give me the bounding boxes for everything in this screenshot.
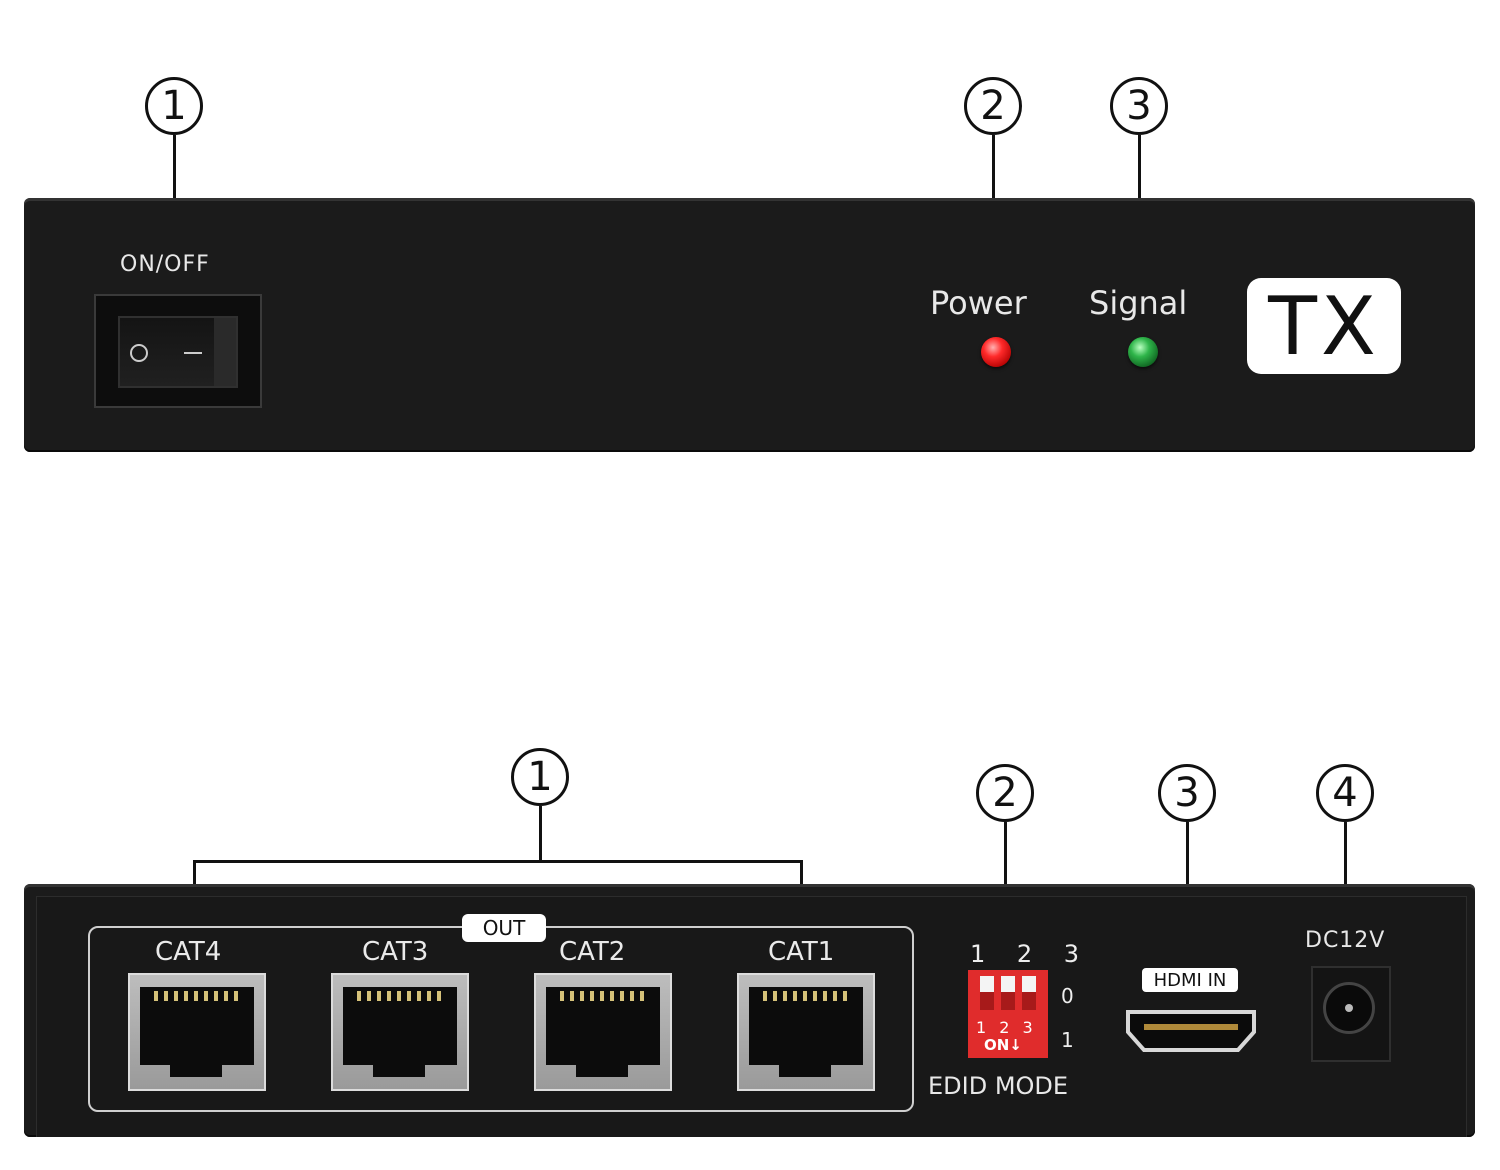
- out-badge: OUT: [462, 914, 546, 942]
- rj45-notch: [373, 1051, 425, 1077]
- switch-label: ON/OFF: [120, 252, 210, 277]
- rocker-edge: [214, 318, 236, 386]
- rj45-pins: [154, 991, 240, 1001]
- dip-knob-1[interactable]: [980, 976, 994, 992]
- rear-callout-2: 2: [976, 764, 1034, 822]
- rear-bracket-right: [800, 860, 803, 886]
- power-label: Power: [930, 284, 1027, 322]
- port-label-cat4: CAT4: [155, 937, 222, 967]
- dip-knob-3[interactable]: [1022, 976, 1036, 992]
- power-led-icon: [981, 337, 1011, 367]
- dc-jack-pin: [1345, 1004, 1353, 1012]
- front-callout-1: 1: [145, 77, 203, 135]
- hdmi-in-badge: HDMI IN: [1142, 968, 1238, 992]
- rj45-port-cat4[interactable]: [128, 973, 266, 1091]
- rear-callout-3-line: [1186, 822, 1189, 886]
- port-label-cat3: CAT3: [362, 937, 429, 967]
- rj45-pins: [560, 991, 646, 1001]
- rj45-port-cat3[interactable]: [331, 973, 469, 1091]
- front-callout-2-line: [992, 135, 995, 199]
- rear-callout-3: 3: [1158, 764, 1216, 822]
- dip-switch-numbers: 1 2 3: [970, 940, 1092, 968]
- rj45-port-cat1[interactable]: [737, 973, 875, 1091]
- port-label-cat2: CAT2: [559, 937, 626, 967]
- front-callout-3-line: [1138, 135, 1141, 199]
- rj45-notch: [170, 1051, 222, 1077]
- dip-knob-2[interactable]: [1001, 976, 1015, 992]
- edid-mode-label: EDID MODE: [928, 1072, 1069, 1100]
- rear-callout-1: 1: [511, 748, 569, 806]
- front-callout-2: 2: [964, 77, 1022, 135]
- on-symbol-icon: [184, 352, 202, 354]
- rear-callout-4: 4: [1316, 764, 1374, 822]
- hdmi-port[interactable]: [1122, 1006, 1260, 1056]
- front-panel: [24, 198, 1475, 452]
- rj45-pins: [763, 991, 849, 1001]
- rj45-notch: [576, 1051, 628, 1077]
- switch-rocker[interactable]: [118, 316, 238, 388]
- dc-jack-socket-icon: [1323, 982, 1375, 1034]
- front-callout-1-line: [173, 135, 176, 199]
- signal-label: Signal: [1089, 284, 1188, 322]
- dip-on-label: ON↓: [984, 1036, 1022, 1054]
- rear-callout-1-line: [539, 806, 542, 862]
- dip-position-zero: 0: [1061, 984, 1074, 1008]
- rj45-port-cat2[interactable]: [534, 973, 672, 1091]
- rear-bracket-top: [193, 860, 803, 863]
- signal-led-icon: [1128, 337, 1158, 367]
- dc-power-jack[interactable]: [1311, 966, 1391, 1062]
- off-symbol-icon: [130, 344, 148, 362]
- rear-callout-4-line: [1344, 822, 1347, 886]
- rear-bracket-left: [193, 860, 196, 886]
- rear-callout-2-line: [1004, 822, 1007, 886]
- rj45-notch: [779, 1051, 831, 1077]
- edid-dip-switch[interactable]: 1 2 3 ON↓: [968, 970, 1048, 1058]
- tx-badge: TX: [1247, 278, 1401, 374]
- power-switch[interactable]: [94, 294, 262, 408]
- dc-power-label: DC12V: [1305, 928, 1386, 953]
- dip-inner-numbers: 1 2 3: [976, 1018, 1037, 1037]
- port-label-cat1: CAT1: [768, 937, 835, 967]
- dip-position-one: 1: [1061, 1028, 1074, 1052]
- front-callout-3: 3: [1110, 77, 1168, 135]
- rj45-pins: [357, 991, 443, 1001]
